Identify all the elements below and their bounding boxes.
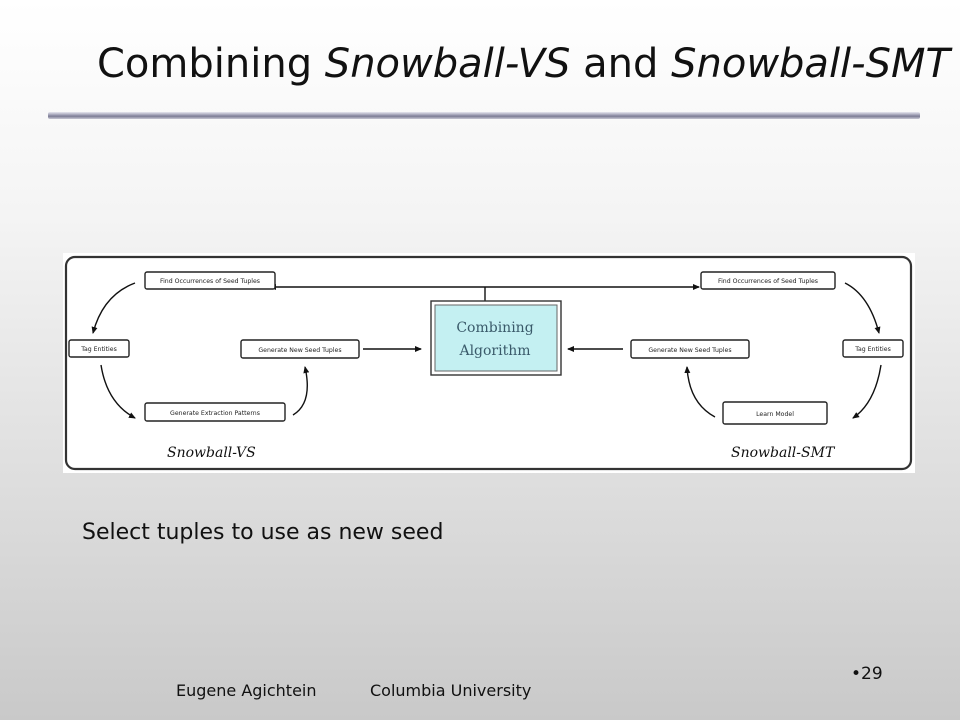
vs-find-occurrences-box: Find Occurrences of Seed Tuples bbox=[144, 271, 276, 290]
smt-learn-model-box: Learn Model bbox=[722, 401, 828, 425]
vs-arrow-tag-to-patterns bbox=[100, 364, 136, 419]
smt-find-occurrences-label: Find Occurrences of Seed Tuples bbox=[718, 278, 818, 285]
vs-generate-patterns-label: Generate Extraction Patterns bbox=[170, 410, 260, 417]
slide-number: •29 bbox=[851, 664, 883, 684]
vs-find-occurrences-label: Find Occurrences of Seed Tuples bbox=[160, 278, 260, 285]
smt-generate-new-seed-label: Generate New Seed Tuples bbox=[648, 347, 731, 354]
snowball-vs-label: Snowball-VS bbox=[167, 445, 256, 461]
snowball-smt-label: Snowball-SMT bbox=[731, 445, 836, 461]
smt-arrow-tag-to-model bbox=[852, 364, 882, 419]
title-snowball-vs: Snowball-VS bbox=[324, 41, 571, 87]
combining-label-line1: Combining bbox=[456, 320, 533, 336]
diagram-svg: Find Occurrences of Seed Tuples Tag Enti… bbox=[64, 255, 913, 471]
combining-algorithm-fill bbox=[434, 304, 558, 372]
smt-arrow-find-to-tag bbox=[844, 282, 881, 334]
title-snowball-smt: Snowball-SMT bbox=[671, 41, 950, 87]
vs-tag-entities-box: Tag Entities bbox=[68, 339, 130, 358]
vs-tag-entities-label: Tag Entities bbox=[80, 346, 117, 353]
slide-caption: Select tuples to use as new seed bbox=[82, 520, 444, 545]
smt-tag-entities-box: Tag Entities bbox=[842, 339, 904, 358]
title-divider bbox=[48, 112, 920, 119]
footer-author: Eugene Agichtein bbox=[176, 681, 317, 700]
diagram: Find Occurrences of Seed Tuples Tag Enti… bbox=[63, 253, 915, 473]
smt-arrow-model-to-seed bbox=[684, 366, 716, 418]
vs-generate-patterns-box: Generate Extraction Patterns bbox=[144, 402, 286, 422]
vs-generate-new-seed-label: Generate New Seed Tuples bbox=[258, 347, 341, 354]
vs-arrow-patterns-to-seed bbox=[292, 366, 310, 416]
smt-find-occurrences-box: Find Occurrences of Seed Tuples bbox=[700, 271, 836, 290]
footer-organization: Columbia University bbox=[370, 681, 532, 700]
smt-generate-new-seed-box: Generate New Seed Tuples bbox=[630, 339, 750, 359]
combining-algorithm-box: Combining Algorithm bbox=[430, 300, 562, 376]
slide-title: Combining Snowball-VS and Snowball-SMT bbox=[97, 38, 950, 90]
title-mid: and bbox=[570, 41, 672, 87]
smt-tag-entities-label: Tag Entities bbox=[854, 346, 891, 353]
combining-label-line2: Algorithm bbox=[458, 343, 530, 359]
vs-arrow-find-to-tag bbox=[91, 282, 136, 334]
title-prefix: Combining bbox=[97, 41, 325, 87]
vs-generate-new-seed-box: Generate New Seed Tuples bbox=[240, 339, 360, 359]
smt-learn-model-label: Learn Model bbox=[756, 411, 794, 418]
